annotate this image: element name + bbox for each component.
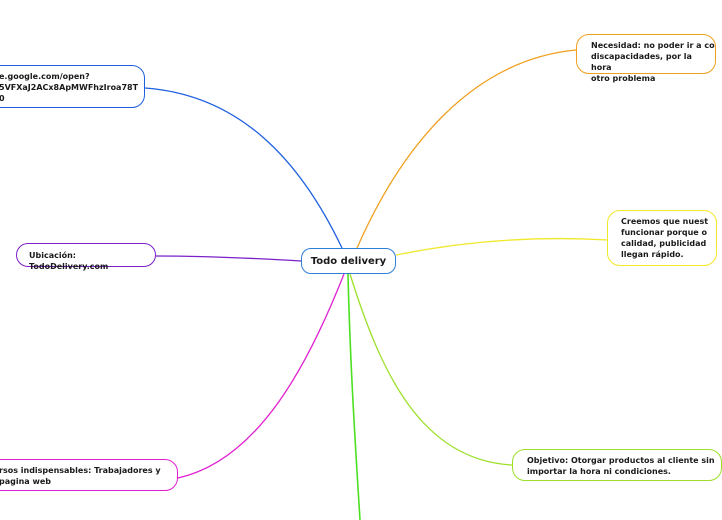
connector-objetivo [349, 273, 513, 466]
topic-creemos[interactable]: Creemos que nuest funcionar porque o cal… [607, 210, 717, 266]
topic-link[interactable]: e.google.com/open? 5VFXaJ2ACx8ApMWFhzIro… [0, 65, 145, 108]
connector-ubicacion [155, 255, 302, 262]
topic-recursos[interactable]: rsos indispensables: Trabajadores y pagi… [0, 459, 178, 491]
connector-necesidad [356, 49, 577, 249]
topic-objetivo[interactable]: Objetivo: Otorgar productos al cliente s… [512, 449, 722, 481]
mindmap-connectors [144, 49, 609, 520]
connector-link [144, 87, 343, 249]
central-topic[interactable]: Todo delivery [301, 248, 396, 274]
connector-bottom [347, 273, 361, 520]
topic-necesidad[interactable]: Necesidad: no poder ir a co discapacidad… [576, 34, 716, 83]
topic-ubicacion[interactable]: Ubicación: TodoDelivery.com [16, 243, 156, 271]
connector-creemos [395, 237, 609, 256]
connector-recursos [177, 273, 345, 479]
